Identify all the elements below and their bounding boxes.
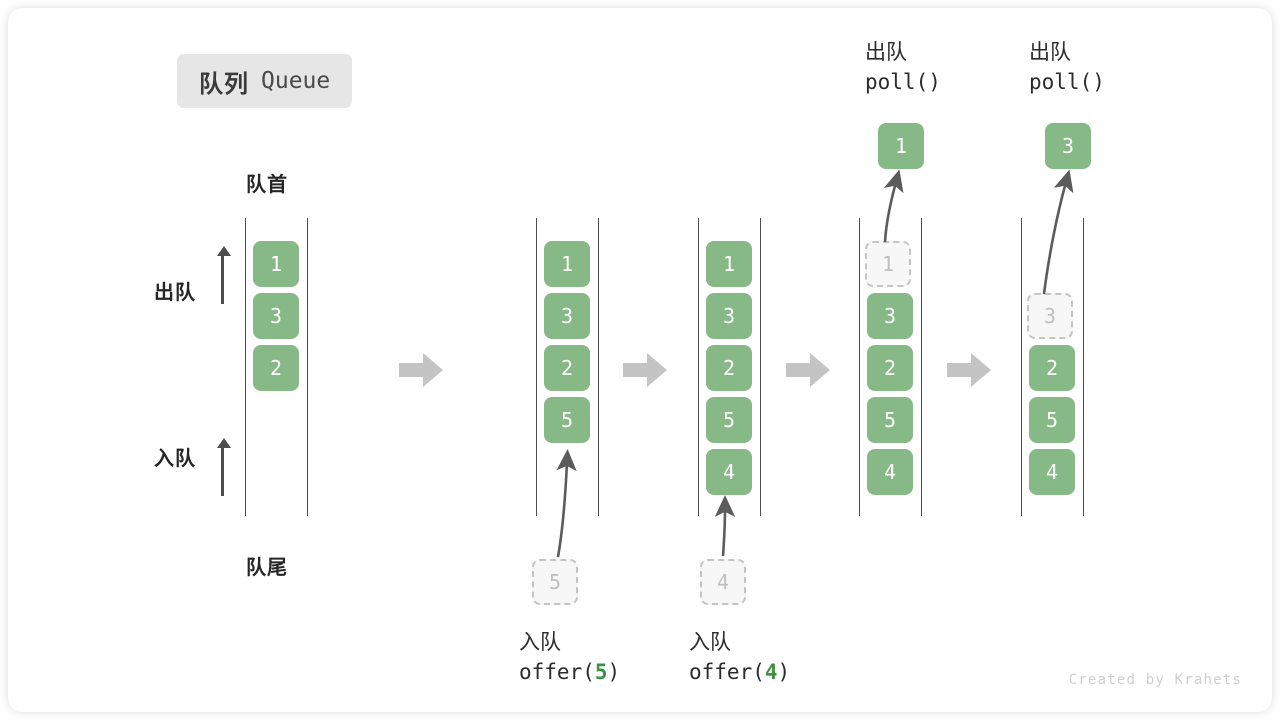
queue-cell: 1 [706, 241, 752, 287]
queue-cell: 1 [253, 241, 299, 287]
queue-cell: 5 [544, 397, 590, 443]
title-cn: 队列 [199, 69, 249, 98]
stage-rail-left [698, 218, 699, 516]
enqueue-arrow-icon [702, 494, 762, 564]
stage-caption-enqueue-5: 入队 offer(5) [519, 630, 621, 684]
diagram-card: 队列 Queue 队首 队尾 出队 入队 1 3 2 1 3 2 5 5 [8, 8, 1272, 712]
caption-fn-arg: 5 [594, 659, 608, 684]
stage-rail-right [760, 218, 761, 516]
queue-cell: 3 [706, 293, 752, 339]
stage-caption-enqueue-4: 入队 offer(4) [689, 630, 791, 684]
queue-cell: 2 [867, 345, 913, 391]
incoming-ghost-cell: 4 [700, 559, 746, 605]
stage-rail-left [1021, 218, 1022, 516]
queue-cell: 3 [544, 293, 590, 339]
caption-fn-name: offer [689, 659, 753, 684]
dequeued-result-cell: 3 [1045, 123, 1091, 169]
queue-cell: 4 [867, 449, 913, 495]
dequeue-arrow-icon [863, 168, 923, 246]
caption-fn-name: poll [865, 69, 916, 94]
stage-rail-right [1083, 218, 1084, 516]
queue-cell-ghost: 1 [865, 241, 911, 287]
dequeued-result-cell: 1 [878, 123, 924, 169]
diagram-title-badge: 队列 Queue [177, 54, 353, 108]
queue-cell: 3 [253, 293, 299, 339]
dequeue-arrow-icon [1026, 168, 1096, 298]
title-en: Queue [261, 68, 331, 94]
queue-cell: 2 [544, 345, 590, 391]
queue-cell: 2 [1029, 345, 1075, 391]
stage-transition-arrow-icon [947, 353, 991, 387]
dequeue-direction-arrow-icon [215, 246, 231, 304]
queue-cell: 5 [706, 397, 752, 443]
enqueue-direction-arrow-icon [215, 438, 231, 496]
caption-fn-name: poll [1029, 69, 1080, 94]
queue-cell: 4 [706, 449, 752, 495]
stage-transition-arrow-icon [623, 353, 667, 387]
stage-caption-dequeue-3: 出队 poll() [1029, 40, 1105, 94]
queue-cell: 1 [544, 241, 590, 287]
queue-cell: 2 [706, 345, 752, 391]
stage-rail-left [859, 218, 860, 516]
queue-cell: 5 [1029, 397, 1075, 443]
queue-cell: 2 [253, 345, 299, 391]
queue-cell-ghost: 3 [1027, 293, 1073, 339]
stage-caption-dequeue-1: 出队 poll() [865, 40, 941, 94]
queue-cell: 4 [1029, 449, 1075, 495]
stage-transition-arrow-icon [786, 353, 830, 387]
caption-fn-arg: 4 [764, 659, 778, 684]
stage-rail-right [307, 218, 308, 516]
stage-rail-left [536, 218, 537, 516]
stage-rail-right [598, 218, 599, 516]
incoming-ghost-cell: 5 [532, 559, 578, 605]
dequeue-direction-label: 出队 [154, 280, 196, 304]
stage-rail-right [921, 218, 922, 516]
queue-tail-label: 队尾 [246, 555, 288, 579]
stage-transition-arrow-icon [399, 353, 443, 387]
watermark: Created by Krahets [1068, 672, 1242, 688]
queue-cell: 3 [867, 293, 913, 339]
queue-cell: 5 [867, 397, 913, 443]
enqueue-arrow-icon [528, 438, 608, 563]
stage-rail-left [245, 218, 246, 516]
caption-fn-name: offer [519, 659, 583, 684]
enqueue-direction-label: 入队 [154, 446, 196, 470]
queue-head-label: 队首 [246, 172, 288, 196]
